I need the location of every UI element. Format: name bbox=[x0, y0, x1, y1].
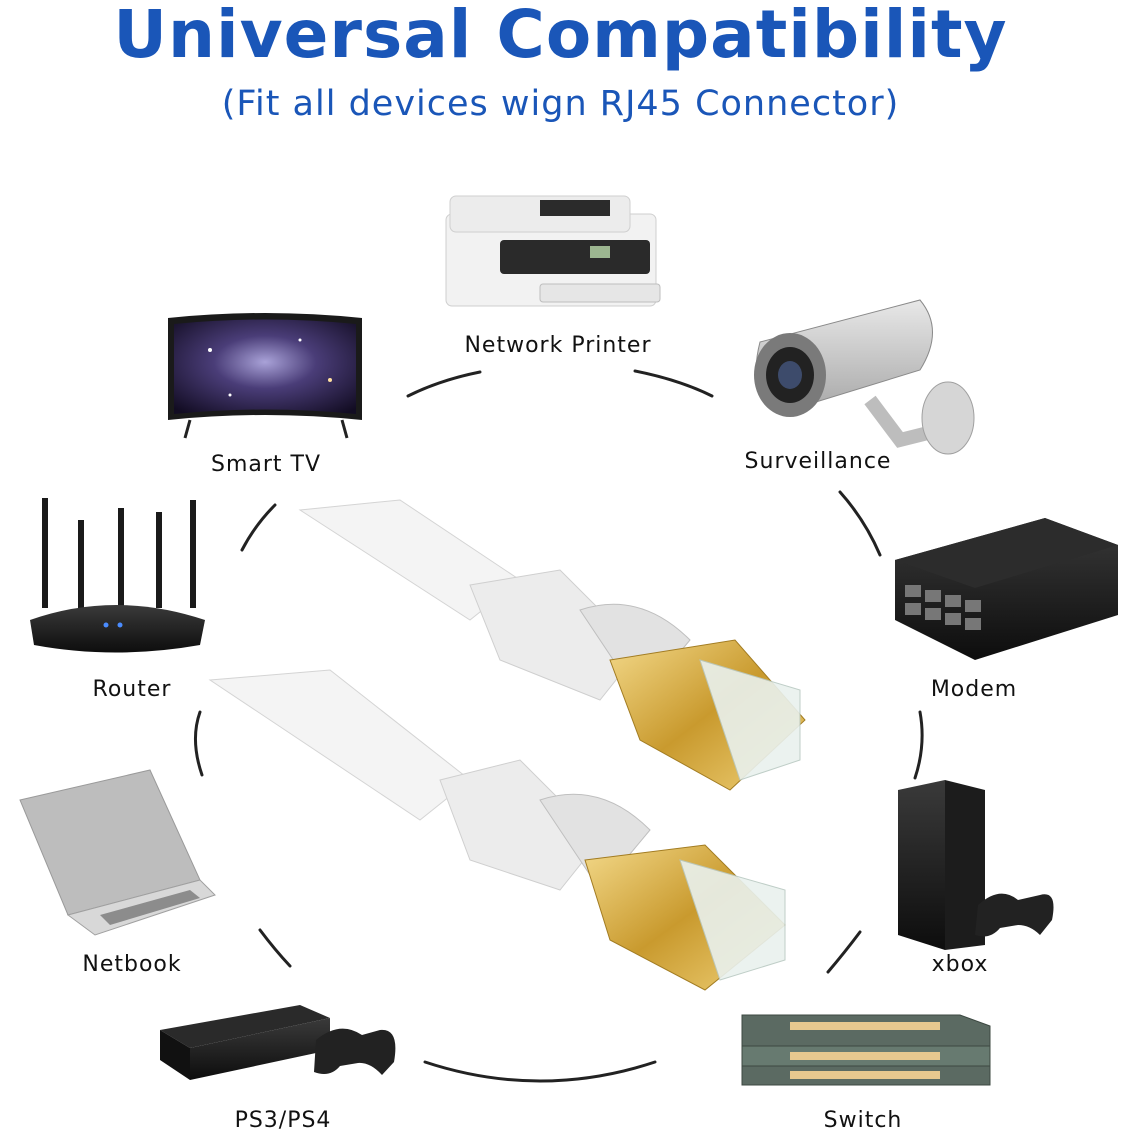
device-label-netbook: Netbook bbox=[82, 952, 182, 977]
page-subtitle: (Fit all devices wign RJ45 Connector) bbox=[221, 84, 900, 124]
page-title: Universal Compatibility bbox=[113, 0, 1008, 73]
router-icon bbox=[30, 498, 205, 653]
camera-icon bbox=[754, 299, 975, 455]
console-icon bbox=[160, 1005, 396, 1080]
device-label-xbox: xbox bbox=[931, 952, 989, 977]
device-label-ps3-ps4: PS3/PS4 bbox=[234, 1108, 332, 1133]
device-label-modem: Modem bbox=[930, 677, 1018, 702]
device-label-network-printer: Network Printer bbox=[464, 333, 652, 358]
switch-icon bbox=[741, 1014, 991, 1086]
printer-icon bbox=[445, 195, 661, 307]
console-icon bbox=[898, 780, 1054, 950]
cable-icon bbox=[208, 499, 806, 991]
device-label-smart-tv: Smart TV bbox=[210, 452, 322, 477]
device-label-router: Router bbox=[92, 677, 172, 702]
modem-icon bbox=[895, 518, 1118, 660]
device-label-switch: Switch bbox=[823, 1108, 903, 1133]
device-label-surveillance: Surveillance bbox=[744, 449, 892, 474]
tv-icon bbox=[168, 313, 362, 439]
connector-arcs bbox=[193, 369, 924, 1083]
laptop-icon bbox=[19, 769, 216, 936]
